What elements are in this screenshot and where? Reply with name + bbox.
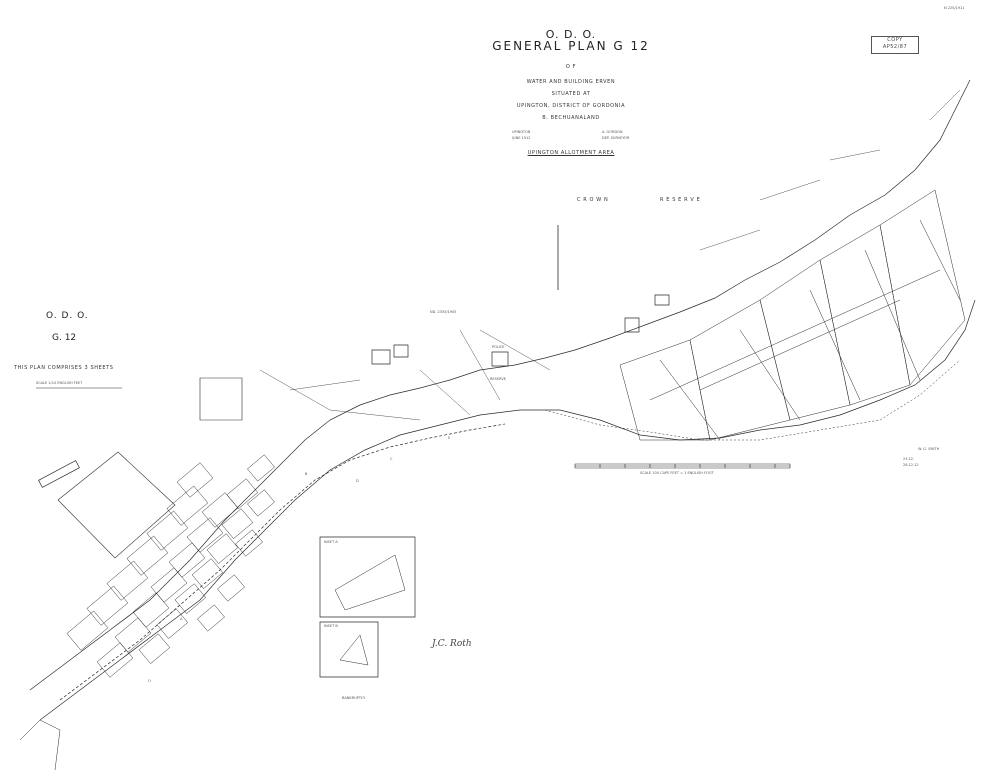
- right-note-1: W. G. SMITH: [918, 447, 940, 451]
- label-reserve: R E S E R V E: [660, 197, 701, 203]
- sig-right-1: A. GORDON: [602, 130, 623, 134]
- inset-a-parcel: [335, 555, 405, 610]
- sig-left-1: UPINGTON: [512, 130, 531, 134]
- surveyor-signature: J.C. Roth: [432, 639, 472, 649]
- parcel-square-1: [200, 378, 242, 420]
- river-letter-d: D: [356, 479, 359, 483]
- title-line-2: SITUATED AT: [551, 91, 591, 97]
- title-area: UPINGTON ALLOTMENT AREA: [527, 150, 615, 156]
- parcel-police: [492, 352, 508, 366]
- right-note-2: 23.12.: [903, 457, 915, 461]
- label-inset-a: INSET A: [324, 540, 338, 544]
- label-reserve-2: RESERVE: [490, 377, 506, 381]
- label-ref-mid: ND. 2355/1905: [430, 310, 457, 314]
- river-letter-b: B: [305, 472, 308, 476]
- corner-reference: N 225/1911: [944, 6, 965, 10]
- allotment-boundary: [545, 360, 960, 440]
- label-scale-bar: SCALE 100 CAPE FEET = 1 ENGLISH FOOT: [640, 471, 714, 475]
- town-blocks: [67, 455, 275, 678]
- parcel-middle: [372, 350, 390, 364]
- inset-a-frame: [320, 537, 415, 617]
- left-plan-no: G. 12: [52, 333, 77, 343]
- river-letter-c: C: [390, 457, 393, 461]
- title-office: O. D. O.: [545, 28, 597, 41]
- scale-bar-graphic: [575, 464, 790, 468]
- sig-left-2: JUNE 1912: [512, 136, 531, 140]
- parcel-long-1: [39, 461, 80, 488]
- river-letter-e: E: [448, 436, 451, 440]
- title-line-1: WATER AND BUILDING ERVEN: [526, 79, 616, 85]
- corner-boundary: [20, 720, 60, 770]
- stamp-line-1: COPY: [887, 37, 903, 43]
- river-bank-lower: [40, 300, 975, 720]
- river-bank-upper: [30, 80, 970, 690]
- left-sheets: THIS PLAN COMPRISES 3 SHEETS: [14, 365, 114, 371]
- title-line-4: B. BECHUANALAND: [542, 115, 600, 121]
- commonage-parcel: [58, 452, 175, 558]
- river-letter-o: O: [148, 679, 151, 683]
- copy-stamp: COPY AP52/87: [871, 36, 919, 54]
- title-of: O F: [565, 64, 577, 70]
- title-line-3: UPINGTON, DISTRICT OF GORDONIA: [516, 103, 626, 109]
- label-inset-b: INSET B: [324, 624, 338, 628]
- label-bottom-note: BANKRUPTCY: [342, 696, 366, 700]
- label-crown: C R O W N: [577, 197, 609, 203]
- left-office: O. D. O.: [46, 311, 89, 321]
- right-note-3: 28.12.12: [903, 463, 919, 467]
- label-police: POLICE: [492, 345, 505, 349]
- title-plan: GENERAL PLAN G 12: [492, 39, 650, 53]
- river-channel: [60, 424, 505, 700]
- left-scale: SCALE 1/10 ENGLISH FEET: [36, 381, 83, 385]
- parcel-small-a: [625, 318, 639, 332]
- inset-b-parcel: [340, 635, 368, 665]
- inset-b-frame: [320, 622, 378, 677]
- parcel-small-b: [655, 295, 669, 305]
- parcel-middle-2: [394, 345, 408, 357]
- sig-right-2: DEP. SURVEYOR: [602, 136, 630, 140]
- stamp-line-2: AP52/87: [882, 44, 908, 50]
- river-letter-a: A: [180, 617, 183, 621]
- survey-lines: [260, 90, 960, 420]
